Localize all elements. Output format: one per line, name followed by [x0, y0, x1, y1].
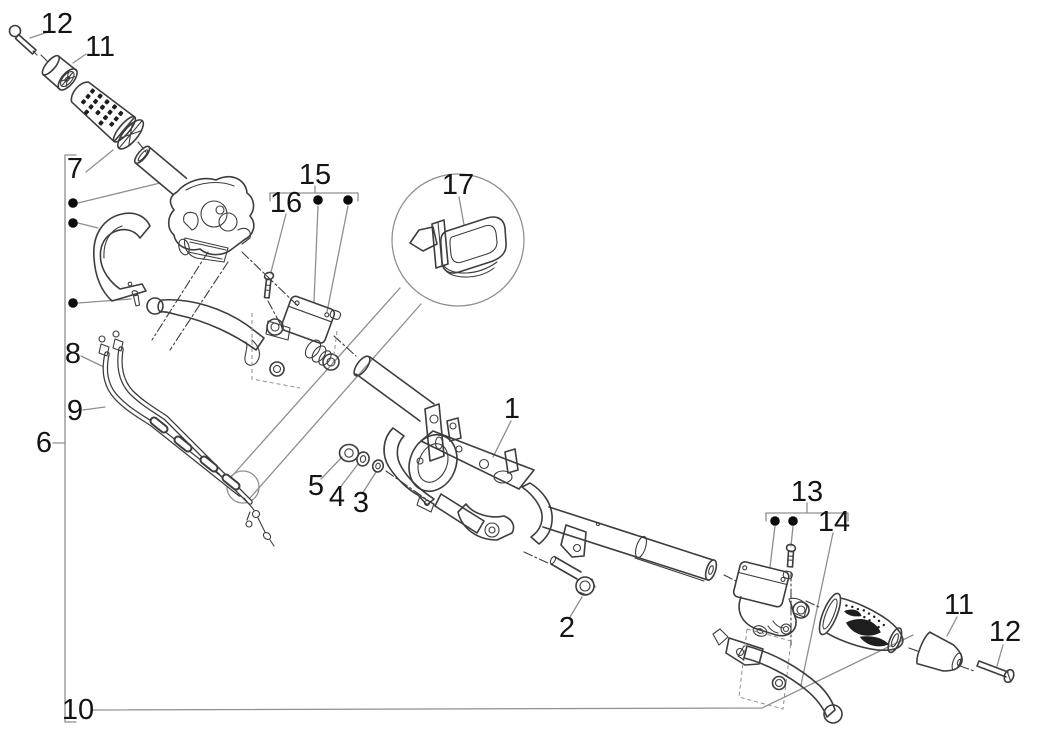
screw-right-part [976, 660, 1015, 684]
brake-lever-left-part [146, 297, 265, 366]
master-cylinder-right-part [712, 561, 810, 691]
group-bracket-13 [765, 502, 849, 686]
group-bracket-left [52, 149, 161, 723]
callout-17: 17 [442, 169, 474, 201]
axis-dashdot [267, 300, 357, 357]
callout-1: 1 [504, 393, 520, 425]
callout-16: 16 [270, 187, 302, 219]
screw-left-part [8, 24, 38, 56]
callout-8: 8 [65, 338, 81, 370]
callout-14: 14 [818, 506, 850, 538]
axis-dashdot [40, 54, 49, 63]
callout-11-right: 11 [944, 589, 974, 621]
callout-13: 13 [791, 476, 823, 508]
master-cylinder-left-part [265, 295, 342, 377]
phantom-outline [251, 313, 338, 389]
callout-labels: 12 11 7 15 16 17 8 9 6 1 5 4 3 2 13 14 1… [36, 8, 1021, 726]
callout-3: 3 [353, 487, 369, 519]
callout-4: 4 [329, 481, 345, 513]
misc-leaders [29, 31, 1004, 667]
leader-grip-right [91, 634, 914, 711]
callout-15: 15 [299, 159, 331, 191]
callout-10: 10 [62, 694, 94, 726]
pump-screw-left-part [263, 271, 275, 299]
weight-right-part [916, 631, 963, 672]
callout-5: 5 [308, 470, 324, 502]
callout-7: 7 [67, 153, 83, 185]
detail-magnifier [226, 173, 525, 504]
clip-part [409, 216, 507, 278]
callout-12-left: 12 [41, 8, 73, 40]
switch-housing-part [167, 176, 255, 263]
handlebar-tube-left-end [133, 145, 188, 196]
bolt-part [549, 555, 596, 596]
weight-left-part [41, 54, 78, 91]
brake-lever-right-part [737, 645, 843, 724]
cover-screw-part [131, 290, 141, 307]
group-bracket-15 [269, 185, 359, 313]
axis-dashdot [137, 141, 147, 153]
callout-12-right: 12 [989, 616, 1021, 648]
callout-2: 2 [559, 612, 575, 644]
handgrip-right-part [818, 592, 904, 654]
nut-part [338, 443, 360, 463]
callout-11-left: 11 [85, 31, 115, 63]
callout-9: 9 [67, 395, 83, 427]
throttle-grip-part [70, 81, 145, 150]
axis-dashdot [385, 470, 549, 564]
spring-washer-part [356, 451, 370, 467]
pump-screw-right-part [785, 543, 797, 568]
cover-part [93, 212, 151, 302]
washer-part [371, 459, 385, 473]
axis-dashdot [723, 571, 975, 672]
grip-swirl-pattern [844, 609, 889, 647]
phantom-outline [738, 628, 792, 710]
grip-knurl-pattern [80, 88, 124, 127]
handlebar-part [353, 355, 718, 582]
throttle-cables-part [98, 330, 275, 547]
callout-6: 6 [36, 427, 52, 459]
